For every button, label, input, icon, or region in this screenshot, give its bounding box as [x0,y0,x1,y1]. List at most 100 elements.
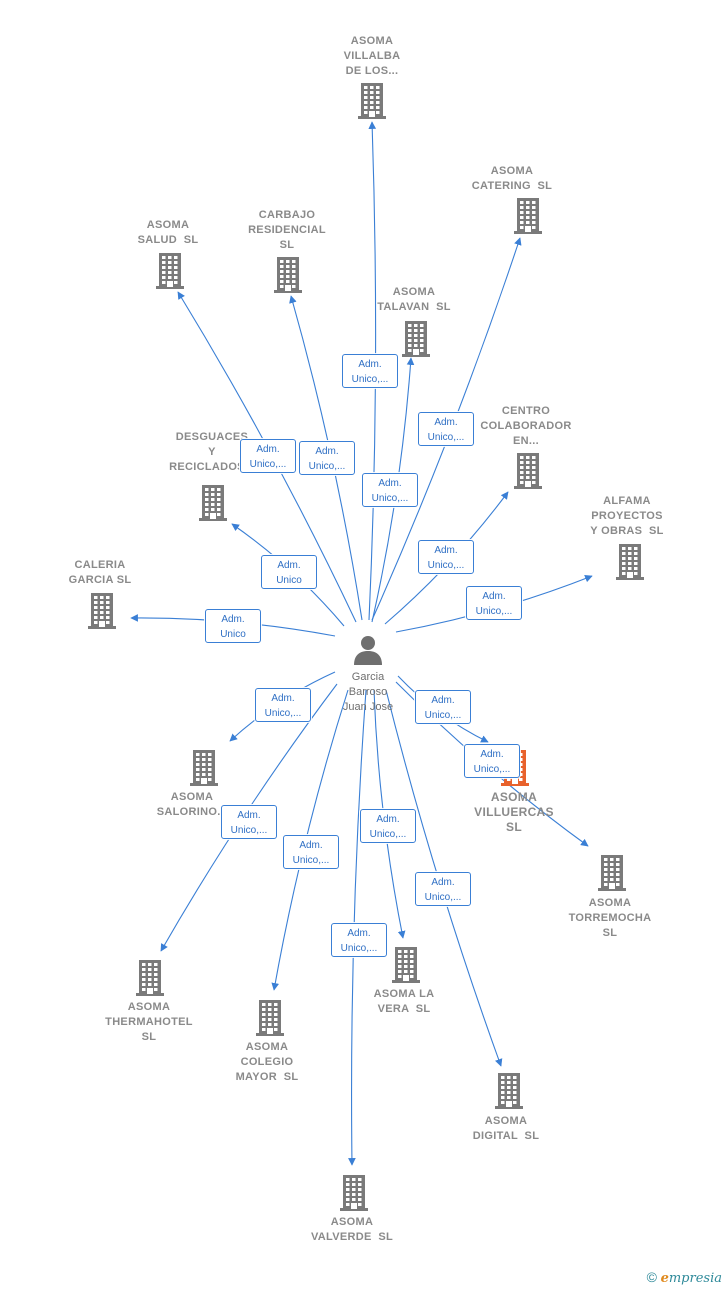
edge-label-line: Adm. [315,446,339,457]
company-name-line: CATERING SL [471,180,553,192]
company-name-line: GARCIA SL [68,574,132,586]
footer-brand: © empresia [647,1269,722,1286]
company-name-line: TORREMOCHA [568,912,652,924]
edge-label-talavan[interactable]: Adm. Unico,... [362,473,418,507]
edge-label-line: Unico,... [249,459,287,470]
company-name-line: SALUD SL [137,234,199,246]
company-name-line: EN... [513,435,539,447]
edge-label-line: Unico [276,575,302,586]
edge-label-line: Adm. [376,814,400,825]
edge-label-line: Unico,... [427,560,465,571]
edge-label-line: Adm. [378,478,402,489]
edge-label-salud[interactable]: Adm.Unico,... [240,439,296,473]
company-name-line: ASOMA LA [373,988,435,1000]
edge-label-line: Unico,... [371,493,409,504]
building-icon[interactable] [133,957,167,997]
building-icon[interactable] [187,747,221,787]
company-name-line: ASOMA [392,286,436,298]
person-icon[interactable] [352,634,384,671]
edge-label-line: Adm. [431,877,455,888]
company-name-line: DE LOS... [345,65,399,77]
company-name-line: VALVERDE SL [310,1231,394,1243]
company-name-line: COLEGIO [240,1056,294,1068]
edge-label-torremocha[interactable]: Adm.Unico,... [464,744,520,778]
edge-label-line: Adm. [347,928,371,939]
building-icon[interactable] [253,997,287,1037]
edge-label-alfama[interactable]: Adm.Unico,... [466,586,522,620]
building-icon[interactable] [389,944,423,984]
edge-label-line: Unico,... [351,374,389,385]
building-icon[interactable] [355,80,389,120]
edge-label-line: Adm. [277,560,301,571]
company-name-line: Y OBRAS SL [590,525,664,537]
edge-label-line: Adm. [237,810,261,821]
company-node-caleria[interactable]: CALERIA GARCIA SL [40,558,160,588]
edge-label-line: Unico,... [264,708,302,719]
edge-label-line: Adm. [358,359,382,370]
edge-label-desguaces[interactable]: Adm. Unico [261,555,317,589]
edge-label-line: Unico,... [230,825,268,836]
company-name-line: VILLUERCAS [474,805,554,819]
building-icon[interactable] [153,250,187,290]
edge-label-catering[interactable]: Adm.Unico,... [418,412,474,446]
company-name-line: MAYOR SL [235,1071,299,1083]
edge-label-line: Unico,... [424,710,462,721]
company-node-lavera[interactable]: ASOMA LA VERA SL [344,987,464,1017]
building-icon[interactable] [595,852,629,892]
company-name-line: THERMAHOTEL [105,1016,193,1028]
company-name-line: Y [208,446,216,458]
copyright-icon: © [646,1269,657,1285]
company-name-line: CARBAJO [258,209,316,221]
edge-label-valverde[interactable]: Adm.Unico,... [331,923,387,957]
edge-label-salorino[interactable]: Adm.Unico,... [255,688,311,722]
edge-label-villalba[interactable]: Adm. Unico,... [342,354,398,388]
center-person-name[interactable]: Garcia Barroso Juan Jose [342,671,394,713]
edge-label-line: Adm. [434,545,458,556]
company-name-line: RESIDENCIAL [248,224,326,236]
edge-label-colegio[interactable]: Adm.Unico,... [283,835,339,869]
brand-logo: empresia [660,1271,722,1286]
company-name-line: COLABORADOR [480,420,572,432]
edge-label-thermahotel[interactable]: Adm. Unico,... [221,805,277,839]
edge-label-line: Adm. [434,417,458,428]
building-icon[interactable] [196,482,230,522]
company-name-line: VERA SL [377,1003,431,1015]
company-name-line: PROYECTOS [591,510,663,522]
edge-label-carbajo[interactable]: Adm. Unico,... [299,441,355,475]
edge-label-caleria[interactable]: Adm.Unico [205,609,261,643]
building-icon[interactable] [337,1172,371,1212]
edge-label-line: Unico,... [308,461,346,472]
building-icon[interactable] [613,541,647,581]
building-icon[interactable] [271,254,305,294]
edge-label-centro[interactable]: Adm. Unico,... [418,540,474,574]
company-name-line: RECICLADOS... [169,461,255,473]
company-name-line: ASOMA [245,1041,289,1053]
edge-label-lavera[interactable]: Adm.Unico,... [360,809,416,843]
edge-label-line: Unico,... [292,855,330,866]
company-node-salud[interactable]: ASOMA SALUD SL [108,218,228,248]
edge-label-digital[interactable]: Adm.Unico,... [415,872,471,906]
building-icon[interactable] [85,590,119,630]
company-name-line: SL [141,1031,157,1043]
building-icon[interactable] [399,318,433,358]
building-icon[interactable] [492,1070,526,1110]
edge-label-villuercas[interactable]: Adm.Unico,... [415,690,471,724]
building-icon[interactable] [511,195,545,235]
building-icon[interactable] [511,450,545,490]
company-node-colegio[interactable]: ASOMA COLEGIO MAYOR SL [207,1040,327,1085]
company-name-line: ASOMA [146,219,190,231]
company-name-line: CALERIA [74,559,126,571]
